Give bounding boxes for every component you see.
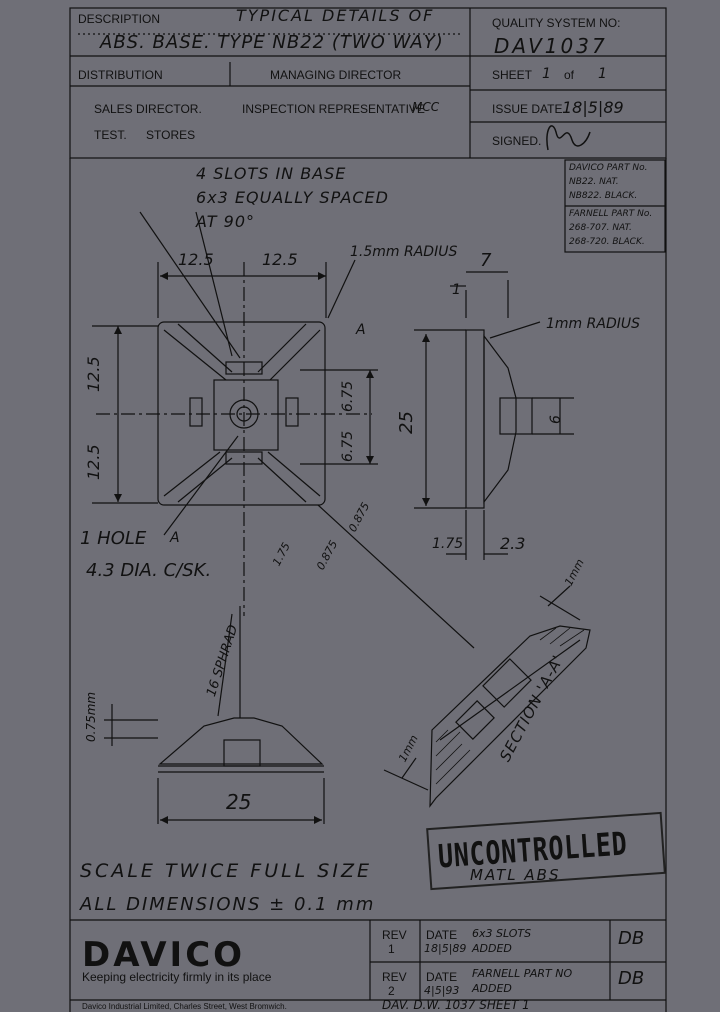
company-address: Davico Industrial Limited, Charles Stree…	[82, 1002, 287, 1011]
dim-height-25: 25	[396, 411, 417, 434]
rev-number-1: 1	[388, 942, 395, 956]
dim-side-1-75: 1.75	[432, 536, 464, 552]
rev-number-2: 2	[388, 984, 395, 998]
rev-change-2: FARNELL PART NO ADDED	[472, 967, 573, 995]
farnell-part-line1: FARNELL PART No.	[569, 209, 653, 219]
hole-note-line1: 1 HOLE	[80, 528, 147, 549]
dim-0-75: 0.75mm	[84, 691, 98, 742]
issue-date-label: ISSUE DATE	[492, 102, 563, 116]
sheet-no: 1	[542, 66, 551, 82]
rev-date-1: 18|5|89	[424, 942, 467, 955]
section-a-left: A	[170, 530, 180, 546]
rev-label-2: REV	[382, 970, 407, 984]
dim-side-2-3: 2.3	[500, 534, 526, 553]
scale-note: SCALE TWICE FULL SIZE	[80, 860, 372, 882]
dim-radius-1-5: 1.5mm RADIUS	[350, 244, 458, 260]
sales-director-label: SALES DIRECTOR.	[94, 102, 202, 116]
sheet-total: 1	[598, 66, 607, 82]
description-line2: ABS. BASE. TYPE NB22 (TWO WAY)	[100, 32, 444, 53]
davico-logo: DAVICO	[82, 935, 246, 975]
dim-side-7: 7	[480, 250, 492, 271]
rev-initials-1: DB	[618, 928, 645, 949]
dim-top-right: 12.5	[262, 250, 298, 269]
dim-top-left: 12.5	[178, 250, 214, 269]
of-label: of	[564, 68, 575, 82]
dim-radius-1: 1mm RADIUS	[546, 316, 640, 332]
inspection-value: MCC	[412, 100, 440, 114]
rev-date-label-1: DATE	[426, 928, 458, 942]
davico-part-line3: NB822. BLACK.	[569, 191, 638, 201]
dim-left-lower: 12.5	[84, 444, 103, 480]
slots-note-line3: AT 90°	[196, 212, 255, 231]
managing-director-label: MANAGING DIRECTOR	[270, 68, 402, 82]
farnell-part-line2: 268-707. NAT.	[569, 223, 632, 233]
farnell-part-line3: 268-720. BLACK.	[569, 237, 645, 247]
dim-inner-lower: 6.75	[340, 430, 356, 462]
stores-label: STORES	[146, 128, 196, 142]
test-label: TEST.	[94, 128, 127, 142]
company-tagline: Keeping electricity firmly in its place	[82, 970, 272, 984]
section-a-a-outline	[429, 625, 591, 808]
signed-label: SIGNED.	[492, 134, 542, 148]
rev-date-label-2: DATE	[426, 970, 458, 984]
drawing-reference: DAV. D.W. 1037 SHEET 1	[382, 998, 530, 1012]
hole-note-line2: 4.3 DIA. C/SK.	[86, 560, 212, 581]
dim-left-upper: 12.5	[84, 356, 103, 392]
slots-note-line1: 4 SLOTS IN BASE	[196, 164, 347, 183]
material-note: MATL ABS	[470, 866, 561, 884]
davico-part-line1: DAVICO PART No.	[569, 163, 648, 173]
description-line1: TYPICAL DETAILS OF	[236, 6, 435, 25]
quality-system-no: DAV1037	[494, 34, 608, 58]
dim-side-1: 1	[452, 282, 461, 298]
dim-base-25: 25	[226, 790, 252, 814]
rev-initials-2: DB	[618, 968, 645, 989]
section-a-right: A	[356, 322, 366, 338]
sheet-label: SHEET	[492, 68, 533, 82]
dim-inner-upper: 6.75	[340, 380, 356, 412]
rev-label-1: REV	[382, 928, 407, 942]
quality-system-label: QUALITY SYSTEM NO:	[492, 16, 621, 30]
dimensions-note: ALL DIMENSIONS ± 0.1 mm	[80, 894, 376, 915]
rev-change-1: 6x3 SLOTS ADDED	[472, 927, 532, 955]
distribution-label: DISTRIBUTION	[78, 68, 163, 82]
davico-part-line2: NB22. NAT.	[569, 177, 619, 187]
title-block-border	[69, 7, 667, 159]
rev-date-2: 4|5|93	[424, 984, 460, 997]
dim-side-6: 6	[548, 415, 564, 424]
description-label: DESCRIPTION	[78, 12, 161, 26]
uncontrolled-stamp-text: UNCONTROLLED	[436, 824, 629, 876]
inspection-label: INSPECTION REPRESENTATIVE	[242, 102, 425, 116]
slots-note-line2: 6x3 EQUALLY SPACED	[196, 188, 389, 207]
issue-date: 18|5|89	[562, 98, 624, 117]
